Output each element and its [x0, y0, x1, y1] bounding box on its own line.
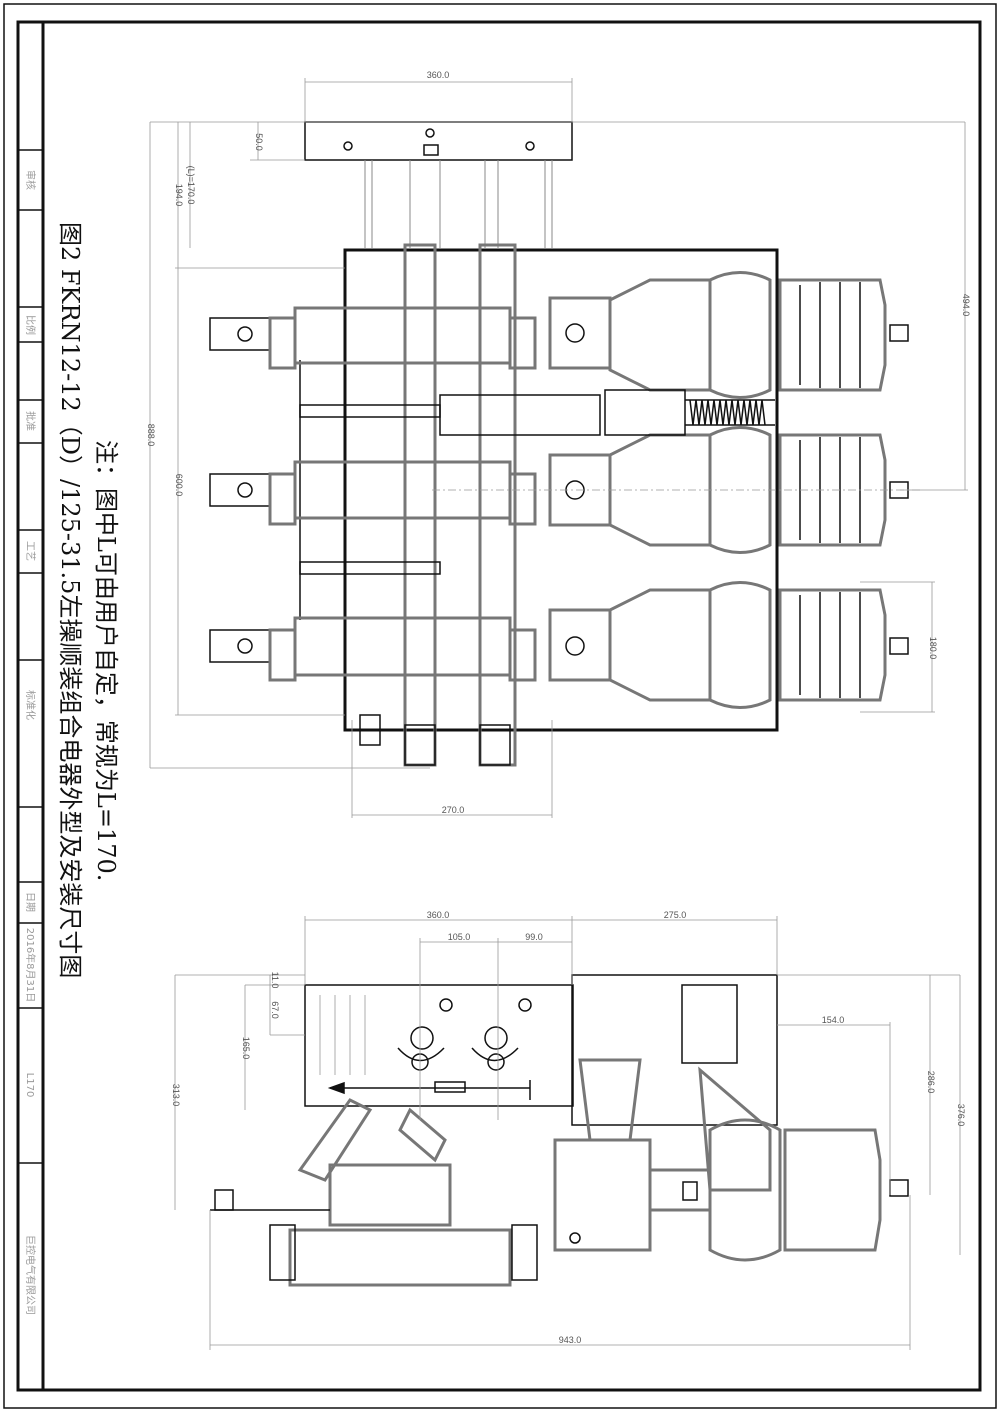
- top-view: 360.0 50.0 (L)=170.0 194.0 888.0 600.0 4…: [146, 70, 971, 818]
- dim-888: 888.0: [146, 424, 156, 447]
- title-block: 审核 比例 批准 工艺 标准化 日期 2016年8月31日 L170 巨控电气有…: [18, 149, 43, 1315]
- dim-L: (L)=170.0: [186, 166, 196, 205]
- dim-180: 180.0: [928, 637, 938, 660]
- dim-194: 194.0: [174, 184, 184, 207]
- insulators: [708, 271, 887, 709]
- dim-side-67: 67.0: [270, 1001, 280, 1019]
- outer-frame: [3, 3, 997, 1409]
- drawing-title: 图2 FKRN12-12（D）/125-31.5左操顺装组合电器外型及安装尺寸图: [56, 222, 84, 978]
- dim-600: 600.0: [174, 474, 184, 497]
- dim-side-360: 360.0: [427, 910, 450, 920]
- date-value: 2016年8月31日: [24, 928, 37, 1003]
- dim-side-286: 286.0: [926, 1071, 936, 1094]
- company-name: 巨控电气有限公司: [24, 1235, 37, 1315]
- dim-270: 270.0: [442, 805, 465, 815]
- dim-side-943: 943.0: [559, 1335, 582, 1345]
- cell-date-label: 日期: [24, 892, 36, 912]
- cell-process: 工艺: [24, 541, 36, 561]
- dim-side-11: 11.0: [270, 972, 280, 989]
- cell-approve: 批准: [24, 411, 37, 431]
- fuse-tubes: [293, 306, 512, 677]
- operating-panel: [304, 984, 574, 1107]
- drawing-number: L170: [24, 1073, 35, 1098]
- dim-side-99: 99.0: [525, 932, 543, 942]
- dim-494: 494.0: [961, 294, 971, 317]
- dim-plate-height: 50.0: [254, 133, 264, 151]
- dim-side-376: 376.0: [956, 1104, 966, 1127]
- dim-side-313: 313.0: [171, 1084, 181, 1107]
- inner-frame: [16, 20, 982, 1392]
- cell-scale: 比例: [24, 315, 37, 335]
- cell-review: 审核: [24, 170, 37, 190]
- dim-side-105: 105.0: [448, 932, 471, 942]
- dim-side-165: 165.0: [241, 1037, 251, 1060]
- side-view: 360.0 275.0 105.0 99.0 11.0 67.0 165.0 3…: [171, 910, 966, 1350]
- dim-top-width: 360.0: [427, 70, 450, 80]
- cell-standardization: 标准化: [24, 690, 37, 720]
- dim-side-275: 275.0: [664, 910, 687, 920]
- drawing-note: 注：图中L可由用户自定，常规为L=170.: [92, 440, 120, 881]
- dim-side-154: 154.0: [822, 1015, 845, 1025]
